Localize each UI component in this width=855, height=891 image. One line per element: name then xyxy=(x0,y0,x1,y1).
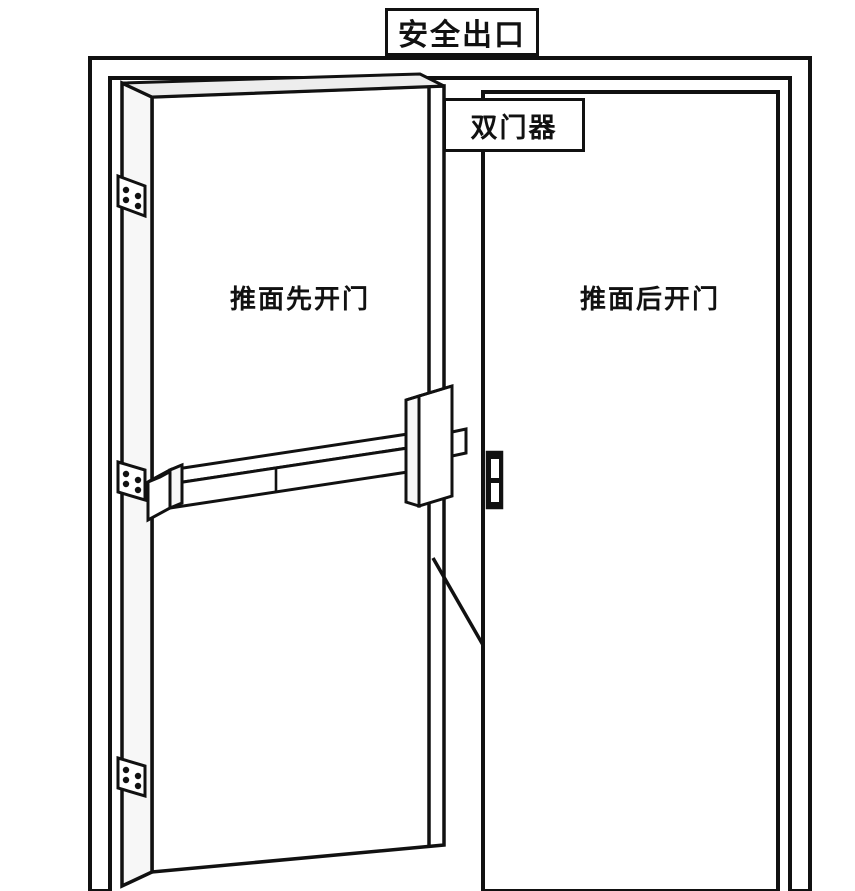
hinge-top xyxy=(116,173,147,219)
strike-plate xyxy=(485,450,504,510)
hinge-middle xyxy=(116,459,147,503)
hinge-bottom xyxy=(116,755,147,799)
left-door-label: 推面先开门 xyxy=(229,284,370,314)
latch-bolt xyxy=(450,427,468,458)
page-title: 安全出口 xyxy=(385,8,539,56)
lock-housing xyxy=(404,383,454,509)
right-door-label: 推面后开门 xyxy=(579,284,720,314)
door-gap-diagonal xyxy=(431,557,485,646)
push-bar-end-cap xyxy=(146,462,184,523)
door-coordinator-label: 双门器 xyxy=(443,98,585,152)
door-frame xyxy=(88,56,812,891)
right-door-panel xyxy=(481,90,780,891)
